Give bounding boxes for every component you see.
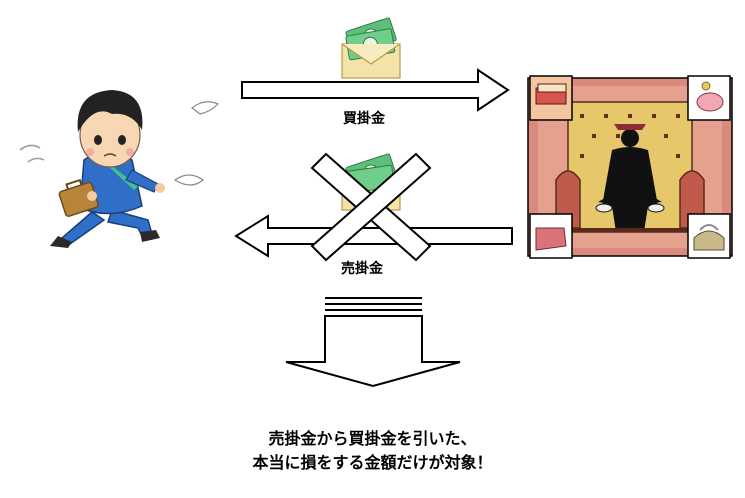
money-envelope-icon: $	[341, 17, 401, 79]
accounts-payable-label: 買掛金	[343, 111, 385, 127]
finance-office-icon	[527, 75, 733, 259]
caption-line-1: 売掛金から買掛金を引いた、	[268, 429, 477, 448]
cross-mark-icon	[310, 152, 432, 262]
top-arrow	[241, 68, 510, 112]
down-arrow	[285, 297, 461, 388]
bottom-arrow	[234, 214, 513, 258]
caption-line-2: 本当に損をする金額だけが対象！	[252, 453, 493, 472]
running-businessman-icon	[19, 90, 220, 248]
accounts-receivable-label: 売掛金	[341, 261, 383, 277]
